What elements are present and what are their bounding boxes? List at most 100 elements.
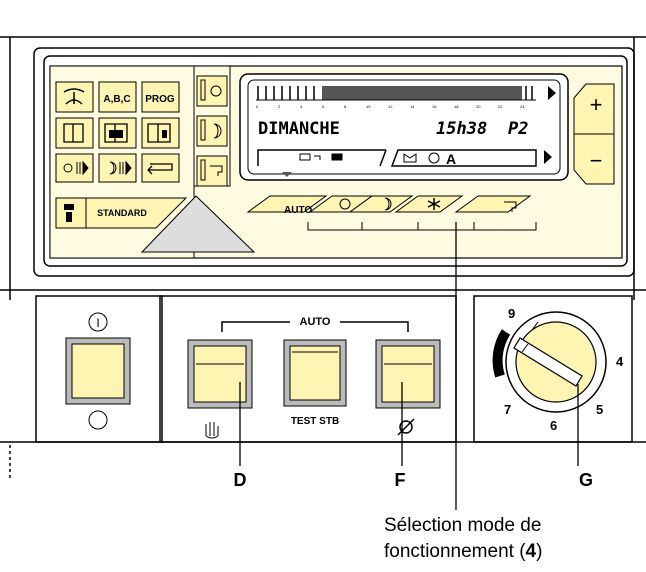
lcd-time: 15h38 (436, 119, 487, 139)
lcd-display: 0 2 4 6 8 10 12 14 16 18 20 22 24 DIMANC… (239, 73, 569, 181)
book-page-marker (109, 130, 123, 138)
mode-strip-bracket (307, 222, 537, 231)
scale-tick: 4 (300, 104, 303, 109)
mode-auto-button[interactable] (246, 195, 328, 213)
key-standard[interactable]: STANDARD (55, 197, 188, 229)
key-return[interactable] (141, 153, 180, 183)
lcd-status-icon (331, 153, 343, 161)
scale-tick: 22 (498, 104, 503, 109)
dial-number: 7 (504, 402, 511, 417)
moon-icon (109, 161, 117, 175)
key-book-open[interactable] (98, 117, 137, 149)
forward-icon (76, 160, 89, 176)
key-moon-forward[interactable] (98, 153, 137, 183)
scale-tick: 8 (344, 104, 347, 109)
scale-tick: 20 (476, 104, 481, 109)
auto-label: AUTO (300, 316, 331, 328)
lcd-bracket-right (390, 149, 537, 167)
scale-tick: 14 (410, 104, 415, 109)
pump-icon (428, 152, 440, 164)
temperature-dial[interactable] (505, 311, 607, 413)
mode-moon-button[interactable] (348, 195, 414, 213)
lcd-program: P2 (508, 119, 528, 139)
key-temp-hotwater[interactable] (196, 155, 228, 187)
callout-f: F (395, 470, 406, 490)
test-stb-label: TEST STB (291, 416, 339, 427)
dial-number: 5 (596, 402, 603, 417)
sun-icon (63, 163, 73, 173)
key-book-info[interactable] (141, 117, 180, 149)
key-sun-forward[interactable] (55, 153, 94, 183)
key-holiday[interactable] (55, 81, 94, 113)
sun-icon (339, 198, 351, 210)
scale-tick: 24 (520, 104, 525, 109)
lcd-mode-letter: A (446, 151, 456, 167)
plus-minus-control: + − (573, 83, 615, 185)
book-icon (63, 123, 84, 143)
plus-label: + (590, 92, 603, 117)
minus-label: − (590, 148, 603, 173)
info-marker (162, 130, 167, 138)
forward-icon (119, 160, 132, 176)
key-abc[interactable]: A,B,C (98, 81, 137, 113)
scale-tick: 6 (322, 104, 325, 109)
lcd-bracket-left (257, 149, 387, 167)
caption-line-1: Sélection mode de (384, 515, 542, 536)
caption-line-2-end: ) (536, 541, 543, 562)
triangle-button[interactable] (140, 195, 256, 253)
person-icon (64, 204, 74, 222)
caption-line-2-text: fonctionnement ( (384, 541, 526, 562)
dial-number: 4 (616, 354, 624, 369)
tap-icon (210, 165, 223, 176)
power-switch[interactable]: I (65, 312, 131, 430)
key-temp-day[interactable] (196, 75, 228, 107)
scale-tick: 0 (256, 104, 259, 109)
umbrella-icon (63, 88, 85, 105)
book-icon (147, 123, 171, 143)
key-temp-night[interactable] (196, 115, 228, 147)
lcd-arrow-down-icon (282, 172, 292, 177)
lcd-time-bar (257, 86, 315, 100)
pump-off-icon (397, 418, 415, 436)
dial-number: 9 (508, 306, 515, 321)
lcd-scale: 0 2 4 6 8 10 12 14 16 18 20 22 24 (256, 104, 525, 109)
manual-switch[interactable] (187, 339, 253, 409)
scale-tick: 12 (388, 104, 393, 109)
housing-frame (0, 36, 646, 480)
scale-tick: 18 (454, 104, 459, 109)
minus-button[interactable] (573, 133, 615, 185)
lcd-day: DIMANCHE (258, 119, 340, 139)
key-standard-label: STANDARD (97, 208, 147, 218)
caption-line-2: fonctionnement (4) (384, 539, 644, 565)
lcd-arrow-right-icon (544, 150, 552, 164)
snowflake-icon (427, 198, 441, 210)
scale-tick: 16 (432, 104, 437, 109)
thermometer-icon (200, 119, 206, 141)
thermometer-icon (200, 159, 206, 181)
mode-auto-label: AUTO (284, 205, 312, 216)
test-stb-switch[interactable] (283, 339, 347, 407)
key-abc-label: A,B,C (103, 94, 130, 105)
auto-label-bg (290, 314, 340, 328)
mode-selection-caption: Sélection mode de fonctionnement (4) (384, 513, 644, 565)
caption-number: 4 (525, 541, 537, 562)
lcd-arrow-right-icon (548, 86, 556, 100)
dial-auto-label: AUTO (492, 342, 506, 369)
mode-strip: AUTO (246, 195, 537, 231)
moon-icon (384, 197, 392, 211)
key-book-back[interactable] (55, 117, 94, 149)
tap-icon (504, 201, 517, 212)
key-prog[interactable]: PROG (141, 81, 180, 113)
lcd-time-bar-fill (322, 86, 522, 100)
return-arrow-icon (147, 163, 173, 175)
plus-button[interactable] (573, 83, 615, 135)
callout-d: D (234, 470, 247, 490)
sun-icon (210, 85, 222, 97)
callout-lines (239, 222, 579, 510)
mode-frost-button[interactable] (394, 195, 464, 213)
dial-knob-grip (513, 337, 583, 387)
pump-switch[interactable] (375, 339, 441, 409)
lcd-status-icon (299, 153, 321, 161)
dial-number: 6 (550, 418, 557, 433)
